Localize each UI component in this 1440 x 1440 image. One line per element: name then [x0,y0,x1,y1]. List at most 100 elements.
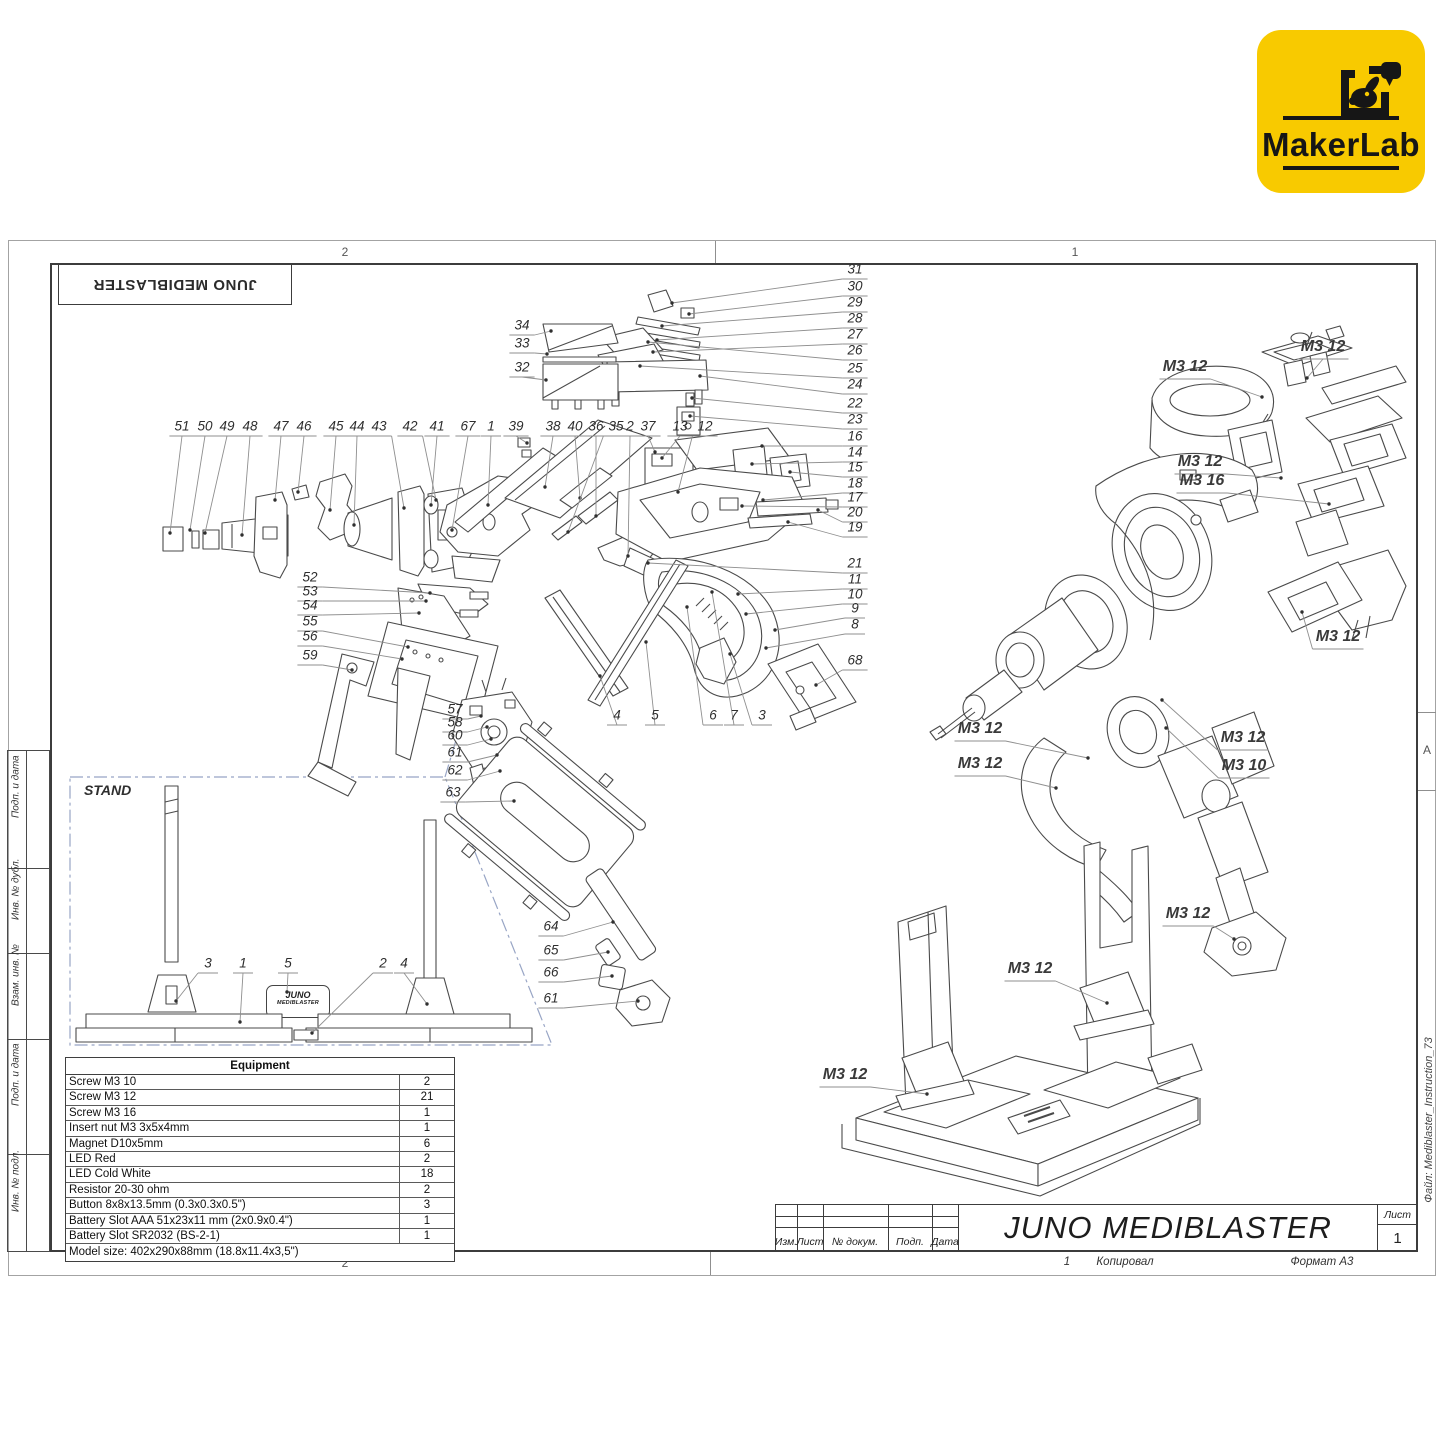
part-callout: 67 [460,418,476,434]
part-callout: 7 [730,707,738,723]
part-callout: 11 [847,571,863,587]
part-callout: 40 [567,418,583,434]
sheet-cell: Лист 1 [1377,1205,1417,1251]
part-callout: 24 [847,376,863,392]
equipment-name: Battery Slot AAA 51x23x11 mm (2x0.9x0.4"… [69,1214,293,1227]
equipment-name: LED Red [69,1152,116,1165]
screw-callout: M3 16 [1179,471,1225,489]
part-callout: 2 [626,418,634,434]
part-callout: 63 [445,784,461,800]
screw-callout: M3 12 [822,1065,868,1083]
zone-number: 2 [341,1256,349,1270]
part-callout: 62 [447,762,463,778]
part-callout: 53 [302,583,318,599]
equipment-name: Insert nut M3 3x5x4mm [69,1122,190,1135]
equipment-qty: 1 [399,1105,454,1121]
equipment-name: Magnet D10x5mm [69,1137,163,1150]
part-callout: 29 [847,294,863,310]
stamp-cell: Подп. и дата [8,751,49,869]
part-callout: 25 [847,360,863,376]
drawing-frame [50,263,1418,1252]
part-callout: 48 [242,418,258,434]
part-callout: 52 [302,569,318,585]
screw-callout: M3 12 [1007,959,1053,977]
part-callout: 34 [514,317,530,333]
part-callout: 22 [847,395,863,411]
part-callout: 13 [672,418,688,434]
logo-rule-top [1283,116,1399,120]
part-callout: 61 [543,990,559,1006]
part-callout: 35 [608,418,624,434]
part-callout: 3 [758,707,766,723]
equipment-name: Screw M3 12 [69,1091,137,1104]
revision-grid: Изм. Лист № докум. Подп. Дата [775,1205,959,1251]
zone-letter-a: A [1422,743,1432,757]
equipment-qty: 2 [399,1075,454,1090]
model-size-row: Model size: 402x290x88mm (18.8x11.4x3,5"… [69,1246,299,1259]
equipment-name: Resistor 20-30 ohm [69,1183,170,1196]
part-callout: 43 [371,418,387,434]
stamp-cell: Инв. № подл. [8,1150,49,1251]
screw-callout: M3 12 [1165,904,1211,922]
equipment-row: Screw M3 16 1 [66,1105,454,1122]
screw-callout: M3 12 [1177,452,1223,470]
part-callout: 30 [847,278,863,294]
part-callout: 5 [651,707,659,723]
footer-format: Формат А3 [1290,1256,1354,1268]
part-callout: 4 [400,955,408,971]
zone-number: 1 [1071,245,1079,259]
reversed-title-stamp: JUNO MEDIBLASTER [58,263,292,305]
col-list: Лист [796,1236,824,1248]
logo-brand: MakerLab [1261,126,1421,163]
col-data: Дата [931,1236,959,1248]
part-callout: 49 [219,418,235,434]
nameplate-line1: JUNO [285,990,311,1000]
equipment-name: LED Cold White [69,1168,151,1181]
part-callout: 37 [640,418,656,434]
makerlab-printer-rabbit-icon [1341,62,1401,116]
part-callout: 31 [847,261,863,277]
part-callout: 33 [514,335,530,351]
screw-callout: M3 10 [1221,756,1267,774]
zone-divider-right-1 [1418,712,1436,713]
title-block: Изм. Лист № докум. Подп. Дата JUNO MEDIB… [775,1204,1418,1252]
part-callout: 46 [296,418,312,434]
part-callout: 32 [514,359,530,375]
part-callout: 36 [588,418,604,434]
equipment-qty: 21 [399,1090,454,1105]
col-podp: Подп. [896,1236,924,1248]
stamp-cell: Подп. и дата [8,1039,49,1156]
part-callout: 58 [447,714,463,730]
equipment-row: Battery Slot AAA 51x23x11 mm (2x0.9x0.4"… [66,1213,454,1229]
stand-nameplate: JUNO MEDIBLASTER [266,985,330,1018]
part-callout: 38 [545,418,561,434]
stand-title: STAND [84,782,132,798]
stamp-cell: Взам. инв. № [8,944,49,1040]
zone-number: 2 [341,245,349,259]
footer-copied: Копировал [1096,1256,1154,1268]
part-callout: 1 [487,418,495,434]
equipment-name: Screw M3 16 [69,1106,137,1119]
screw-callout: M3 12 [957,754,1003,772]
screw-callout: M3 12 [1300,337,1346,355]
part-callout: 44 [349,418,365,434]
part-callout: 17 [847,489,863,505]
part-callout: 42 [402,418,418,434]
part-callout: 59 [302,647,318,663]
equipment-name: Battery Slot SR2032 (BS-2-1) [69,1229,220,1242]
part-callout: 39 [508,418,524,434]
part-callout: 51 [174,418,190,434]
screw-callout: M3 12 [957,719,1003,737]
part-callout: 41 [429,418,445,434]
footer-zone: 1 [1063,1256,1071,1268]
equipment-row: Button 8x8x13.5mm (0.3x0.3x0.5")3 [66,1198,454,1214]
part-callout: 1 [239,955,247,971]
col-docum: № докум. [831,1236,879,1248]
part-callout: 45 [328,418,344,434]
part-callout: 56 [302,628,318,644]
part-callout: 23 [847,411,863,427]
part-callout: 60 [447,727,463,743]
